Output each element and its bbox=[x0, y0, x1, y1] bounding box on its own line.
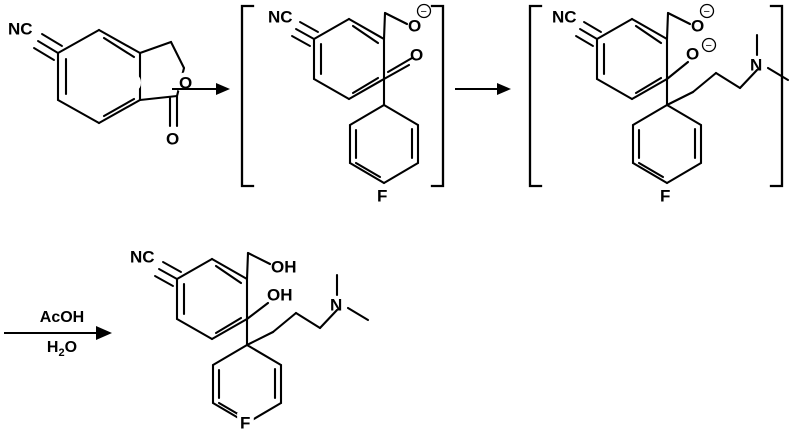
tertiary-hydroxyl-bond bbox=[245, 301, 270, 347]
benzylic-alkoxide-charge: − bbox=[704, 6, 710, 18]
nitrile-triple-bond bbox=[154, 261, 182, 287]
right-bracket bbox=[769, 4, 784, 188]
benzene-ring bbox=[312, 17, 386, 101]
carbonyl-oxygen-label: O bbox=[166, 129, 179, 148]
right-bracket bbox=[430, 4, 445, 188]
reaction-arrow-1 bbox=[172, 83, 230, 95]
n-methyl-bonds bbox=[335, 273, 370, 322]
nitrile-triple-bond bbox=[33, 33, 63, 61]
fluorine-label: F bbox=[377, 186, 387, 205]
alkoxide-charge-circle bbox=[416, 3, 432, 19]
fluorine-label: F bbox=[660, 186, 670, 205]
left-bracket bbox=[528, 4, 543, 188]
amine-nitrogen-label: N bbox=[330, 295, 342, 314]
fluorine-label: F bbox=[240, 413, 250, 430]
benzylic-alkoxide-oxygen-label: O bbox=[691, 16, 704, 35]
structure-2-ketone-alkoxide: NC O − O bbox=[240, 3, 445, 205]
water-subscript: 2 bbox=[58, 347, 64, 359]
svg-text:H2O: H2O bbox=[47, 339, 77, 359]
nitrile-label: NC bbox=[552, 7, 577, 26]
left-bracket bbox=[240, 4, 255, 188]
benzylic-alkoxide-chain bbox=[382, 11, 409, 41]
tertiary-alkoxide-bond bbox=[665, 60, 690, 107]
primary-hydroxyl-label: OH bbox=[271, 257, 297, 276]
ketone-oxygen-label: O bbox=[410, 45, 423, 64]
fluorophenyl-ring bbox=[348, 103, 420, 185]
tertiary-alkoxide-oxygen-label: O bbox=[686, 44, 699, 63]
reaction-arrow-2 bbox=[455, 83, 511, 95]
fluorophenyl-ring bbox=[211, 343, 283, 425]
arrow-label-above: AcOH bbox=[40, 309, 84, 326]
ring-oxygen-label: O bbox=[125, 73, 138, 92]
benzene-ring bbox=[56, 28, 142, 125]
nitrile-label: NC bbox=[130, 247, 155, 266]
benzene-ring bbox=[595, 17, 669, 101]
fluorophenyl-ring bbox=[631, 103, 703, 185]
nitrile-triple-bond bbox=[291, 21, 319, 47]
arrow-label-below: H2O bbox=[47, 339, 77, 359]
benzylic-alkoxide-chain bbox=[665, 11, 692, 41]
hydroxymethyl-chain bbox=[245, 251, 272, 281]
nitrile-label: NC bbox=[8, 19, 33, 38]
ring-oxygen-label: O bbox=[179, 73, 192, 92]
water-h: H bbox=[47, 339, 59, 356]
carbonyl-double-bond bbox=[168, 94, 179, 128]
structure-4-citalopram-diol: NC OH OH bbox=[130, 247, 370, 430]
nitrile-label: NC bbox=[268, 7, 293, 26]
tertiary-alkoxide-charge-circle bbox=[701, 37, 717, 53]
benzene-ring bbox=[175, 257, 249, 341]
tertiary-alkoxide-charge: − bbox=[706, 40, 712, 52]
structure-3-dialkoxide-amine: NC O − O − bbox=[528, 3, 790, 205]
aminopropyl-chain bbox=[245, 308, 339, 347]
nitrile-triple-bond bbox=[575, 21, 602, 47]
alkoxide-charge: − bbox=[421, 6, 427, 18]
alkoxide-oxygen-label: O bbox=[408, 16, 421, 35]
fluorine-label: F bbox=[240, 413, 250, 430]
benzylic-alkoxide-charge-circle bbox=[699, 3, 715, 19]
aminopropyl-chain bbox=[665, 68, 759, 107]
n-methyl-bonds bbox=[755, 33, 790, 82]
lactone-ring bbox=[138, 40, 186, 102]
reaction-arrow-3: AcOH H2O bbox=[4, 309, 112, 359]
ketone-group bbox=[382, 56, 414, 107]
water-o: O bbox=[65, 339, 77, 356]
amine-nitrogen-label: N bbox=[750, 55, 762, 74]
structure-1-cyanophthalide: NC O O O bbox=[8, 19, 197, 148]
tertiary-hydroxyl-label: OH bbox=[267, 285, 293, 304]
